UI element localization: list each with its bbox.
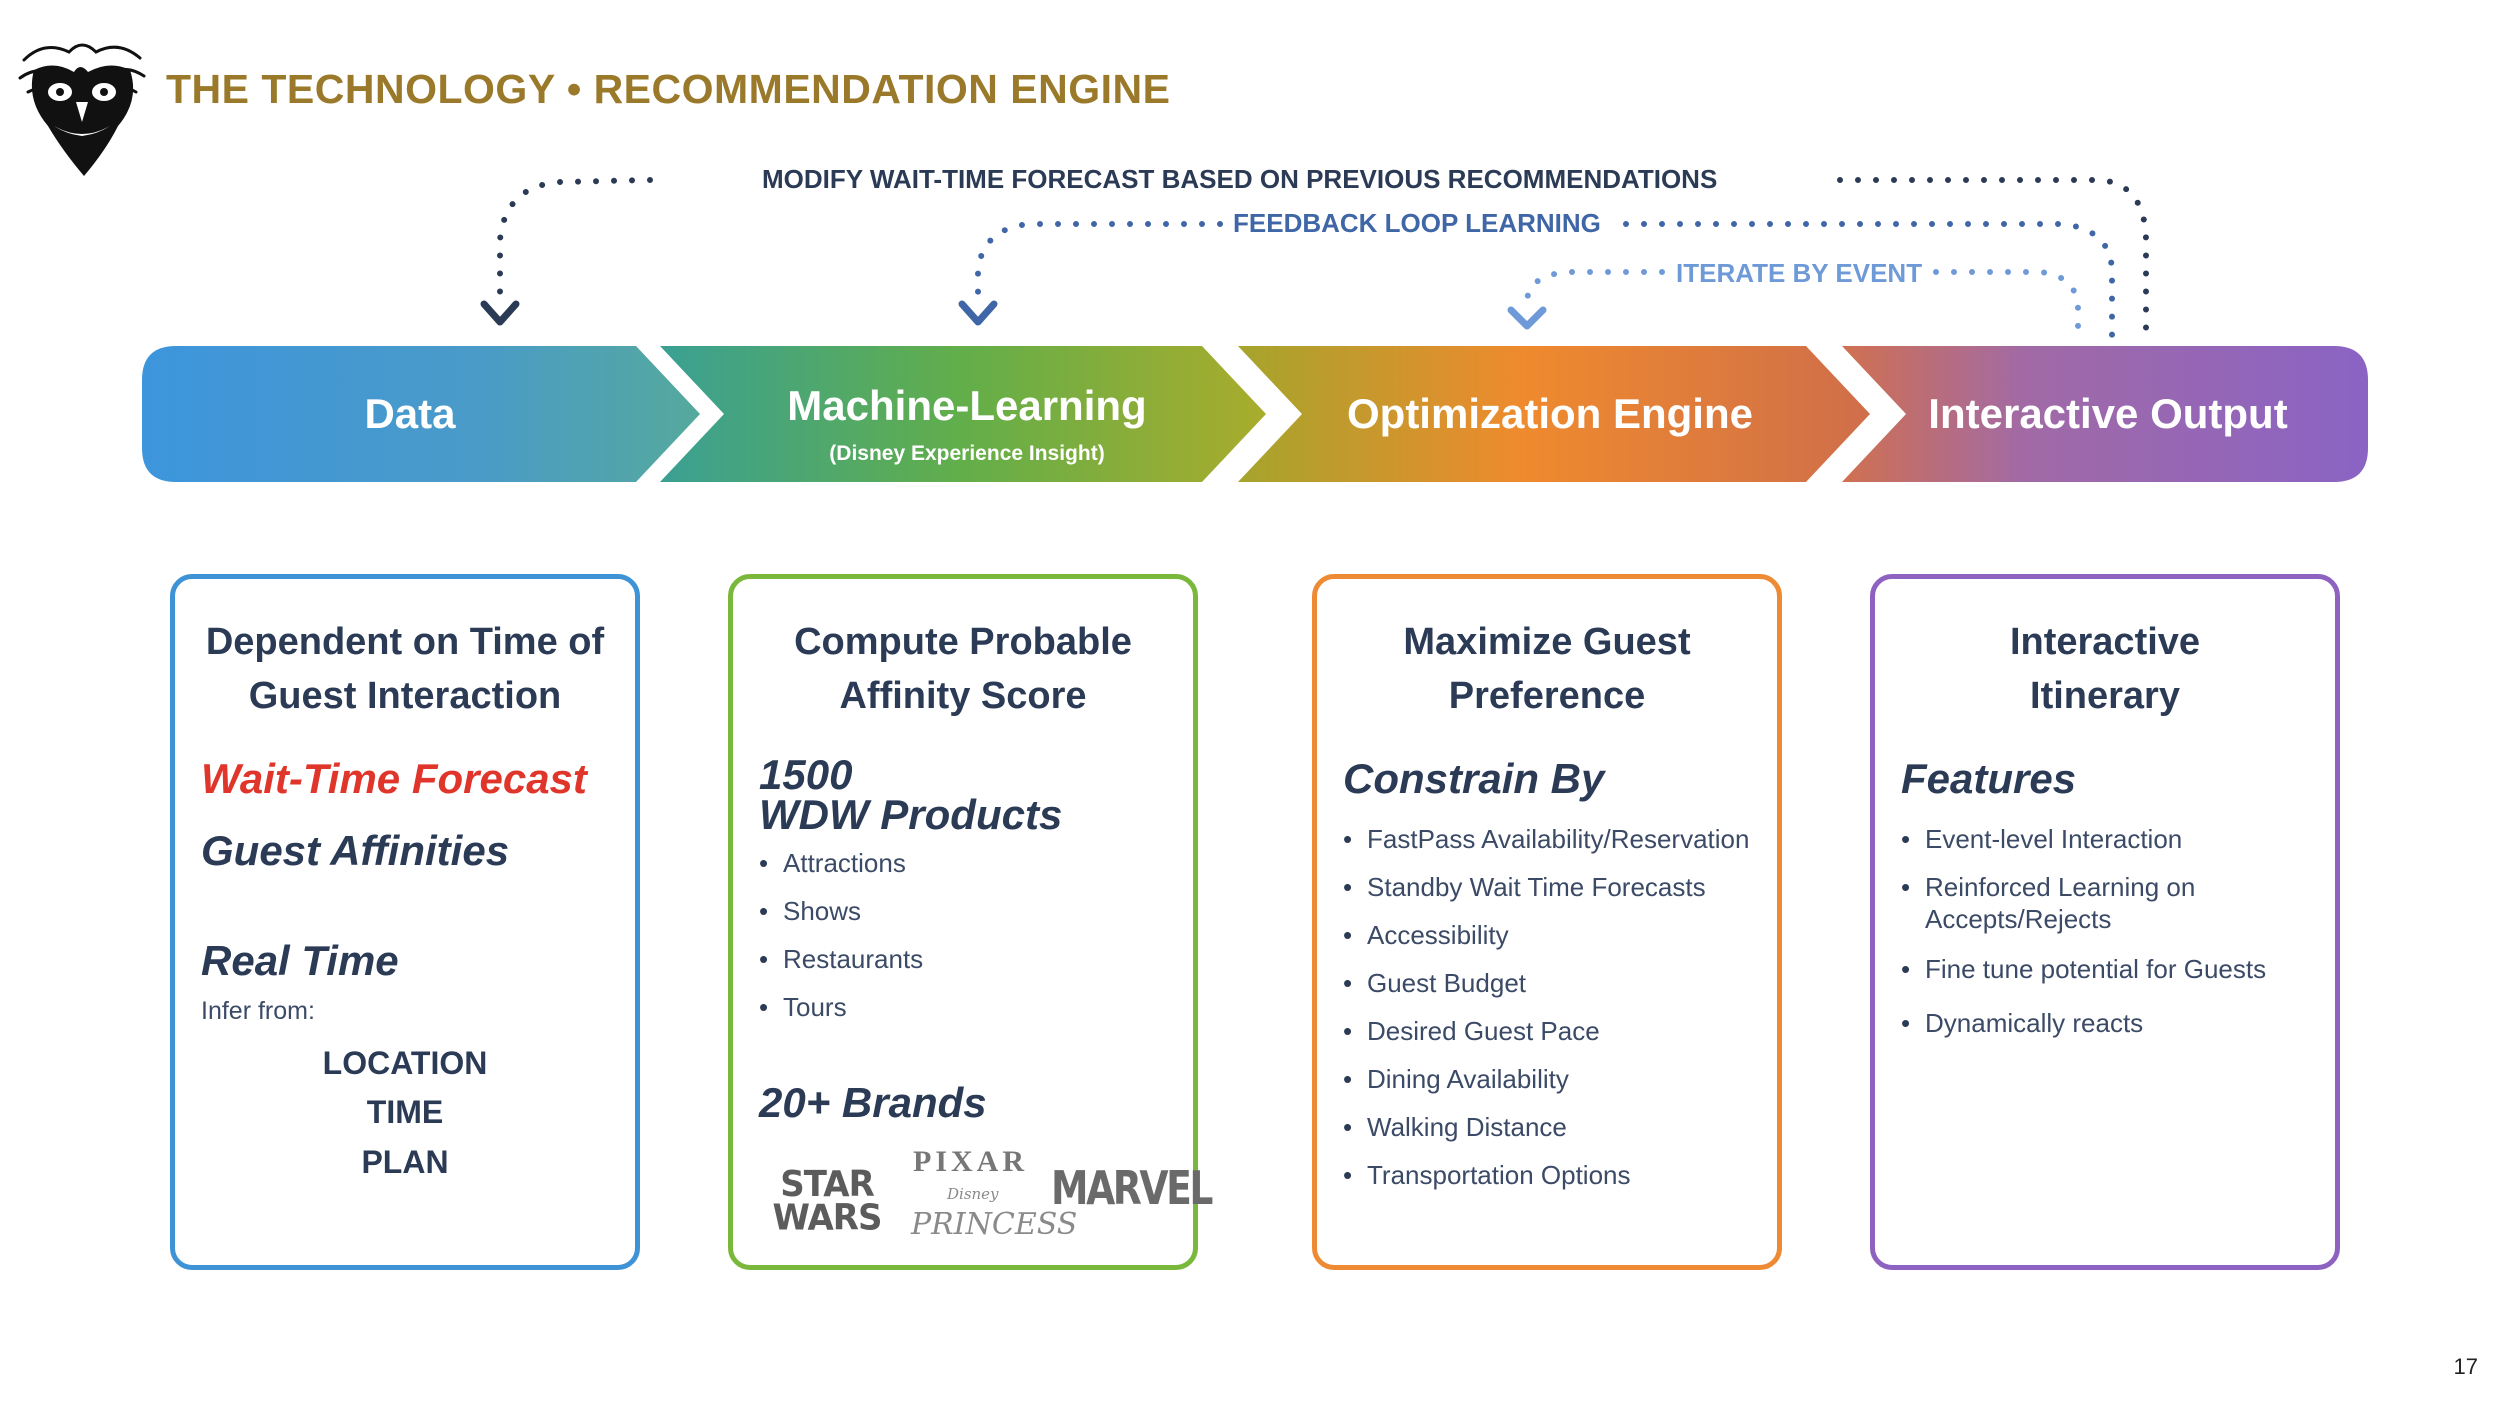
- list-item: Event-level Interaction: [1901, 823, 2231, 855]
- page-title: THE TECHNOLOGY • RECOMMENDATION ENGINE: [166, 66, 1171, 112]
- stage-data-shape: [142, 346, 700, 482]
- data-card-title: Dependent on Time of Guest Interaction: [205, 621, 605, 717]
- page-number: 17: [2453, 1354, 2478, 1379]
- list-item: Dynamically reacts: [1901, 1007, 2231, 1039]
- stage-opt-shape: [1238, 346, 1870, 482]
- star-wars-logo: STAR WARS: [772, 1163, 883, 1239]
- disney-logo: Disney: [947, 1185, 999, 1203]
- list-item: FastPass Availability/Reservation: [1343, 823, 1763, 855]
- list-item: Standby Wait Time Forecasts: [1343, 871, 1763, 903]
- list-item: Dining Availability: [1343, 1063, 1763, 1095]
- modify-loop-label: MODIFY WAIT-TIME FORECAST BASED ON PREVI…: [762, 164, 1718, 194]
- disney-princess-logo: PRINCESS: [911, 1207, 1078, 1242]
- stage-ml-label: Machine-Learning: [787, 382, 1147, 429]
- owl-face-logo-icon: [18, 43, 146, 176]
- stage-ml-sublabel: (Disney Experience Insight): [829, 442, 1105, 465]
- list-item: Walking Distance: [1343, 1111, 1763, 1143]
- guest-affinities-heading: Guest Affinities: [201, 827, 510, 874]
- stage-out-shape: [1842, 346, 2368, 482]
- stage-data-label: Data: [364, 390, 456, 437]
- list-item: Attractions: [759, 847, 923, 879]
- source-plan: PLAN: [361, 1144, 449, 1180]
- stage-opt-label: Optimization Engine: [1347, 390, 1753, 437]
- optimization-card: Maximize Guest Preference Constrain By F…: [1312, 574, 1782, 1270]
- constrain-by-heading: Constrain By: [1343, 755, 1605, 802]
- list-item: Tours: [759, 991, 923, 1023]
- brands-heading: 20+ Brands: [759, 1079, 987, 1126]
- source-time: TIME: [366, 1094, 444, 1130]
- features-list: Event-level Interaction Reinforced Learn…: [1901, 823, 2266, 1056]
- products-count-heading: 1500: [759, 751, 853, 798]
- list-item: Fine tune potential for Guests: [1901, 953, 2345, 985]
- products-heading: WDW Products: [759, 791, 1063, 838]
- source-location: LOCATION: [322, 1045, 488, 1081]
- features-heading: Features: [1901, 755, 2077, 802]
- ml-card: Compute Probable Affinity Score 1500 WDW…: [728, 574, 1213, 1270]
- pixar-logo: PIXAR: [913, 1145, 1028, 1178]
- list-item: Transportation Options: [1343, 1159, 1763, 1191]
- list-item: Restaurants: [759, 943, 923, 975]
- list-item: Shows: [759, 895, 923, 927]
- data-card: Dependent on Time of Guest Interaction W…: [170, 574, 640, 1270]
- constraint-list: FastPass Availability/Reservation Standb…: [1343, 823, 1763, 1207]
- optimization-card-title: Maximize Guest Preference: [1403, 621, 1691, 717]
- list-item: Accessibility: [1343, 919, 1763, 951]
- iterate-loop-label: ITERATE BY EVENT: [1676, 258, 1923, 288]
- wait-time-forecast-heading: Wait-Time Forecast: [201, 755, 587, 802]
- stage-ml-shape: [660, 346, 1266, 482]
- infer-from-label: Infer from:: [201, 997, 315, 1025]
- output-card: Interactive Itinerary Features Event-lev…: [1870, 574, 2340, 1270]
- list-item: Guest Budget: [1343, 967, 1763, 999]
- output-card-title: Interactive Itinerary: [2009, 621, 2201, 717]
- product-list: Attractions Shows Restaurants Tours: [759, 847, 923, 1039]
- list-item: Reinforced Learning on Accepts/Rejects: [1901, 871, 2231, 935]
- real-time-heading: Real Time: [201, 937, 399, 984]
- list-item: Desired Guest Pace: [1343, 1015, 1763, 1047]
- marvel-logo: MARVEL: [1051, 1161, 1213, 1215]
- stage-out-label: Interactive Output: [1928, 390, 2288, 437]
- ml-card-title: Compute Probable Affinity Score: [794, 621, 1132, 717]
- feedback-loop-label: FEEDBACK LOOP LEARNING: [1233, 208, 1601, 238]
